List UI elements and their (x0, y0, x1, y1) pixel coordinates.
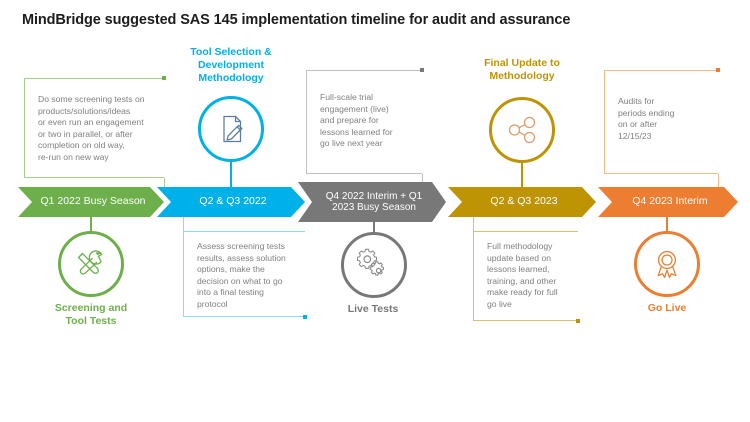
stage-q1-2022: Do some screening tests on products/solu… (18, 0, 166, 422)
callout-q4-2023: Audits for periods ending on or after 12… (604, 68, 720, 174)
icon-circle-live-tests (341, 232, 407, 298)
stage-q2-q3-2022: Tool Selection & Development Methodology… (157, 0, 307, 422)
callout-q2-q3-2022: Assess screening tests results, assess s… (183, 231, 307, 319)
callout-dot (303, 315, 307, 319)
gears-icon (357, 248, 384, 276)
chevron-q1-2022[interactable]: Q1 2022 Busy Season (18, 187, 164, 217)
callout-q1-2022: Do some screening tests on products/solu… (24, 76, 166, 178)
chevron-label: Q4 2023 Interim (632, 195, 708, 208)
document-pencil-icon (223, 115, 243, 143)
network-share-icon (508, 116, 536, 144)
callout-text: Full-scale trial engagement (live) and p… (320, 92, 393, 149)
callout-stem (164, 178, 166, 192)
callout-stem (718, 174, 720, 187)
page-title: MindBridge suggested SAS 145 implementat… (22, 12, 571, 28)
icon-circle-go-live (634, 231, 700, 297)
stage-heading-tool-selection: Tool Selection & Development Methodology (190, 46, 272, 84)
callout-text: Audits for periods ending on or after 12… (618, 96, 675, 141)
chevron-q2-q3-2023[interactable]: Q2 & Q3 2023 (448, 187, 596, 217)
chevron-q2-q3-2022[interactable]: Q2 & Q3 2022 (157, 187, 305, 217)
stage-label-live-tests: Live Tests (347, 303, 399, 315)
icon-stem (230, 162, 232, 187)
callout-bracket (24, 78, 164, 178)
stage-q4-2023: Audits for periods ending on or after 12… (598, 0, 738, 422)
chevron-q4-2023[interactable]: Q4 2023 Interim (598, 187, 738, 217)
callout-bracket (604, 70, 718, 174)
icon-circle-tool-selection (198, 96, 264, 162)
icon-circle-final-update (489, 97, 555, 163)
stage-label-screening: Screening and Tool Tests (54, 302, 128, 327)
callout-bracket (183, 231, 305, 317)
screwdriver-wrench-icon (77, 250, 103, 275)
callout-dot (716, 68, 720, 72)
stage-q4-2022-q1-2023: Full-scale trial engagement (live) and p… (298, 0, 446, 422)
stage-q2-q3-2023: Final Update to Methodology Q2 & Q3 2023 (448, 0, 596, 422)
chevron-label: Q1 2022 Busy Season (40, 195, 146, 208)
callout-dot (576, 319, 580, 323)
callout-q4-2022: Full-scale trial engagement (live) and p… (306, 68, 424, 174)
callout-dot (162, 76, 166, 80)
chevron-label: Q2 & Q3 2022 (199, 195, 267, 208)
icon-stem (90, 217, 92, 233)
callout-dot (420, 68, 424, 72)
callout-stem (183, 217, 185, 231)
stage-label-go-live: Go Live (647, 302, 687, 314)
callout-bracket (473, 231, 578, 321)
callout-text: Full methodology update based on lessons… (487, 241, 558, 309)
icon-circle-screening (58, 231, 124, 297)
callout-q2-q3-2023: Full methodology update based on lessons… (473, 231, 580, 323)
stage-heading-final-update: Final Update to Methodology (484, 57, 560, 82)
chevron-q4-2022-q1-2023[interactable]: Q4 2022 Interim + Q1 2023 Busy Season (298, 182, 446, 222)
icon-stem (373, 222, 375, 234)
callout-text: Assess screening tests results, assess s… (197, 241, 286, 309)
callout-bracket (306, 70, 422, 174)
icon-stem (666, 217, 668, 233)
chevron-label: Q4 2022 Interim + Q1 2023 Busy Season (325, 190, 423, 213)
callout-stem (473, 217, 475, 231)
icon-stem (521, 163, 523, 187)
award-ribbon-icon (657, 250, 677, 279)
chevron-label: Q2 & Q3 2023 (490, 195, 558, 208)
callout-text: Do some screening tests on products/solu… (38, 94, 145, 162)
